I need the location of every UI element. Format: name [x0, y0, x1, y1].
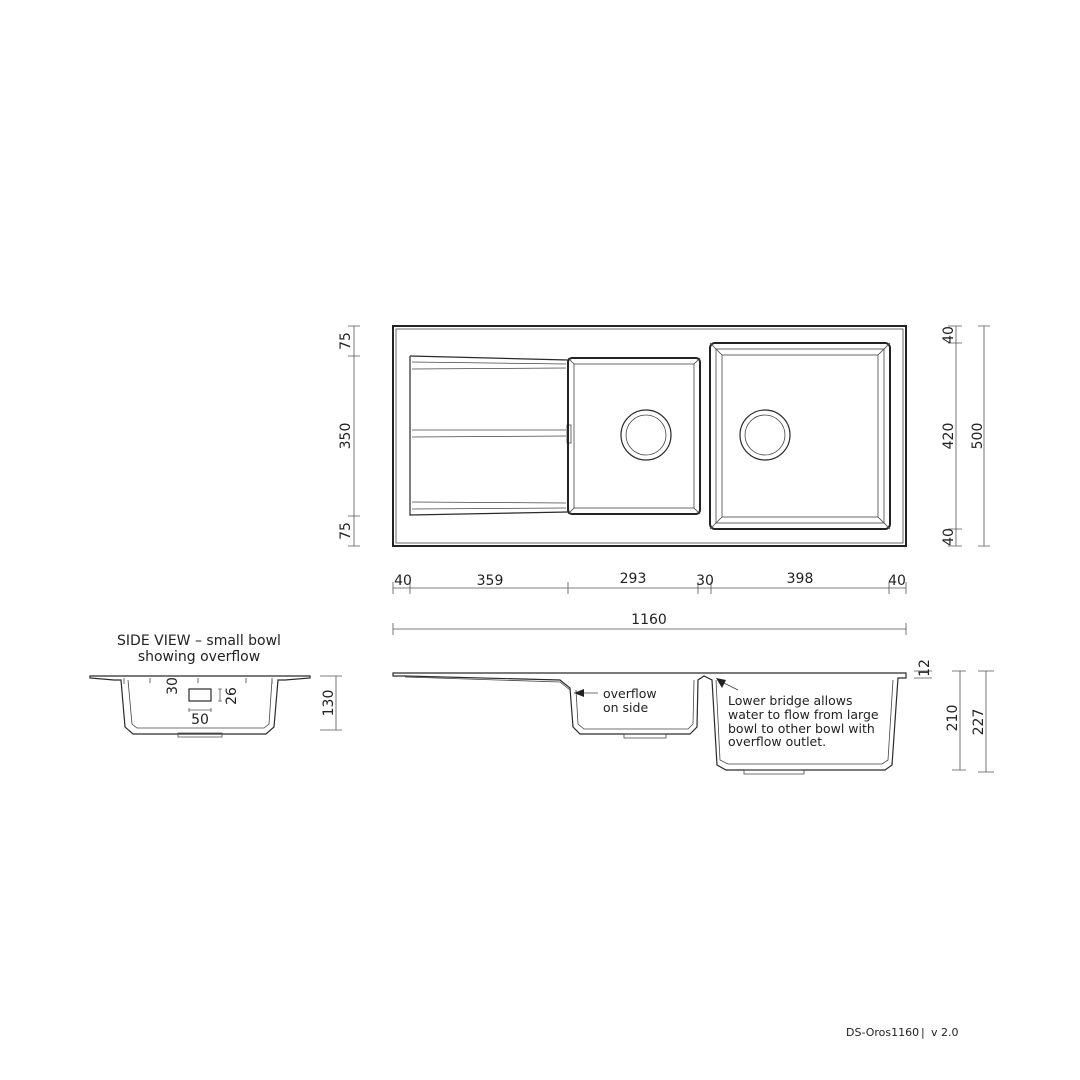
large-bowl-drain: [739, 409, 791, 461]
small-bowl: [567, 357, 701, 515]
annotation-bridge-line3: bowl to other bowl with: [728, 721, 875, 736]
dim-overall-width: 1160: [631, 612, 667, 628]
dim-overflow-width: 50: [191, 712, 209, 728]
dim-small-bowl-depth: 130: [321, 690, 337, 717]
side-view-small-bowl: SIDE VIEW – small bowl showing overflow …: [89, 633, 342, 738]
annotation-bridge-line4: overflow outlet.: [728, 734, 826, 749]
width-dimension-chain: 40 359 293 30 398 40 1160: [392, 571, 907, 635]
dim-overall-height: 227: [971, 709, 987, 736]
dim-overflow-height-2: 26: [224, 687, 240, 705]
dim-depth-middle: 350: [338, 423, 354, 450]
overflow-slot: [188, 688, 212, 702]
dim-bowl-inner: 420: [941, 423, 957, 450]
footer-version: v 2.0: [931, 1026, 959, 1039]
dim-edge-right: 40: [888, 573, 906, 589]
annotation-overflow-line2: on side: [603, 700, 648, 715]
dim-depth-top: 75: [338, 332, 354, 350]
dim-large-bowl-width: 398: [787, 571, 814, 587]
drainer-area: [409, 355, 572, 516]
sink-rim-inner: [395, 328, 904, 544]
large-bowl: [709, 342, 891, 530]
overflow-arrow-icon: [574, 689, 584, 697]
dim-drainer-width: 359: [477, 573, 504, 589]
dim-small-bowl-width: 293: [620, 571, 647, 587]
side-view-title-line2: showing overflow: [138, 649, 260, 665]
dim-edge-left: 40: [394, 573, 412, 589]
dim-bowl-margin-top: 40: [941, 326, 957, 344]
sink-outline: [392, 325, 907, 547]
small-bowl-drain: [620, 409, 672, 461]
left-dimension-chain: 75 350 75: [338, 325, 360, 547]
dim-overall-depth: 500: [970, 423, 986, 450]
annotation-overflow-line1: overflow: [603, 686, 657, 701]
side-view-full: overflow on side Lower bridge allows wat…: [392, 659, 994, 775]
footer: DS-Oros1160 | v 2.0: [846, 1026, 959, 1039]
dim-bowl-margin-bottom: 40: [941, 528, 957, 546]
annotation-bridge-line2: water to flow from large: [728, 707, 879, 722]
dim-overflow-height: 30: [165, 677, 181, 695]
top-view: 75 350 75 40 420 40 500 40 359 293 30 39…: [338, 325, 990, 635]
dim-bridge-width: 30: [696, 573, 714, 589]
side-view-title-line1: SIDE VIEW – small bowl: [117, 633, 281, 649]
annotation-bridge-line1: Lower bridge allows: [728, 693, 853, 708]
footer-doc-code: DS-Oros1160: [846, 1026, 919, 1039]
bridge-arrow-icon: [716, 678, 726, 688]
dim-large-bowl-depth: 210: [945, 705, 961, 732]
dim-rim-thickness: 12: [917, 659, 933, 677]
right-dimension-chain: 40 420 40 500: [941, 325, 990, 547]
dim-depth-bottom: 75: [338, 522, 354, 540]
footer-separator: |: [921, 1026, 925, 1039]
